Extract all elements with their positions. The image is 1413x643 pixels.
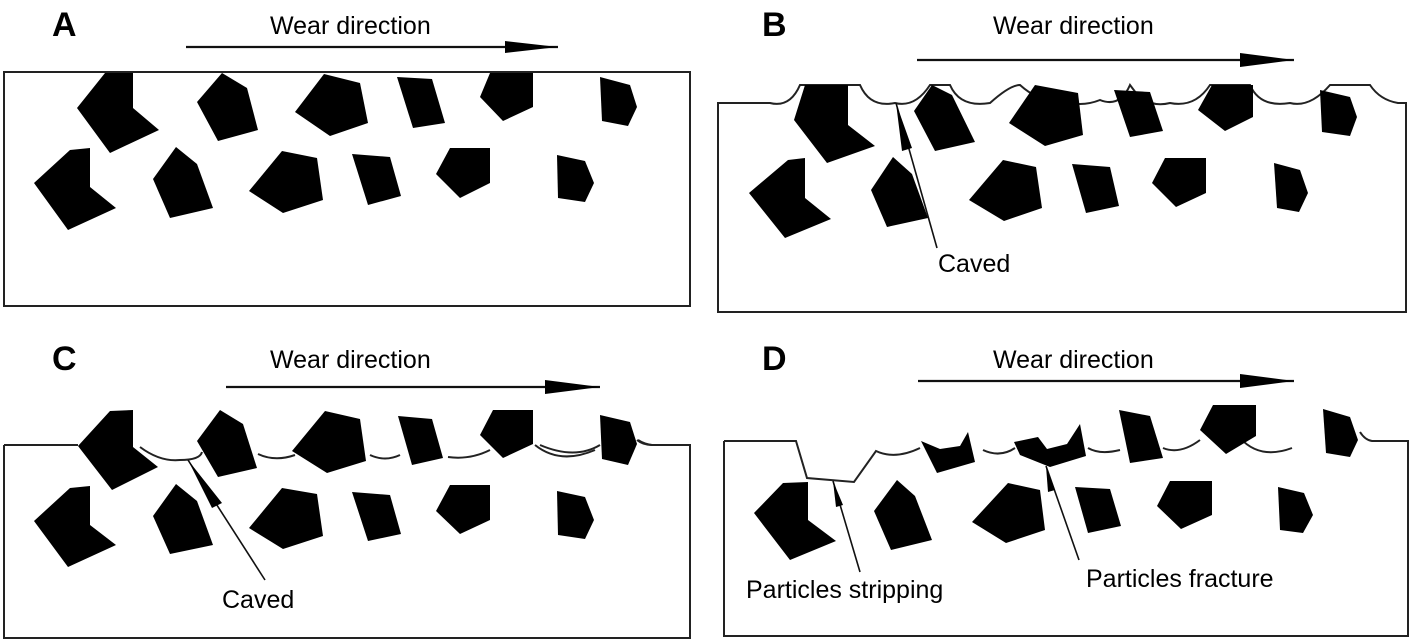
panel-c: C Wear direction Caved bbox=[3, 340, 691, 639]
particle bbox=[436, 148, 490, 198]
panel-letter-d: D bbox=[762, 340, 787, 378]
particle bbox=[295, 74, 368, 136]
particle bbox=[249, 488, 323, 549]
panel-d: D Wear direction bbox=[723, 340, 1409, 637]
matrix-block-d bbox=[723, 431, 1409, 637]
particle bbox=[794, 85, 875, 163]
particle bbox=[352, 492, 401, 541]
particle bbox=[292, 411, 366, 473]
panel-b: B Wear direction Caved bbox=[717, 6, 1407, 313]
up-pointer-arrow-icon bbox=[832, 480, 861, 573]
particle bbox=[153, 484, 213, 554]
particle bbox=[249, 151, 323, 213]
particle bbox=[972, 483, 1045, 543]
particle bbox=[480, 73, 533, 121]
wear-direction-label-d: Wear direction bbox=[993, 346, 1154, 374]
particle bbox=[1200, 405, 1256, 454]
particle bbox=[749, 158, 831, 238]
wear-direction-label-a: Wear direction bbox=[270, 12, 431, 40]
particles-c bbox=[34, 410, 637, 567]
particle bbox=[871, 157, 928, 227]
particle-fractured bbox=[921, 432, 975, 473]
panel-a: A Wear direction bbox=[3, 6, 691, 307]
panel-letter-b: B bbox=[762, 6, 787, 44]
right-arrow-icon bbox=[918, 374, 1294, 388]
particle bbox=[1323, 409, 1358, 457]
particle bbox=[969, 160, 1042, 221]
particle bbox=[153, 147, 213, 218]
particle bbox=[34, 148, 116, 230]
particle bbox=[600, 415, 637, 465]
particle bbox=[1274, 163, 1308, 212]
particle bbox=[352, 154, 401, 205]
up-pointer-arrow-icon bbox=[1045, 465, 1080, 561]
particle bbox=[557, 155, 594, 202]
particle bbox=[1114, 90, 1163, 137]
up-pointer-arrow-icon bbox=[187, 459, 266, 581]
particles-a bbox=[34, 73, 637, 230]
particle bbox=[1075, 487, 1121, 533]
particle bbox=[1072, 164, 1119, 213]
particle bbox=[1009, 85, 1083, 146]
right-arrow-icon bbox=[226, 380, 600, 394]
panel-letter-c: C bbox=[52, 340, 77, 378]
particle bbox=[78, 410, 158, 490]
caved-label-b: Caved bbox=[938, 250, 1010, 278]
particle bbox=[197, 410, 257, 477]
right-arrow-icon bbox=[917, 53, 1294, 67]
particle bbox=[914, 85, 975, 151]
worn-surface-c bbox=[139, 439, 653, 462]
particle bbox=[1119, 410, 1163, 463]
particles-d bbox=[754, 405, 1358, 560]
particle-fractured bbox=[1014, 424, 1086, 467]
particle bbox=[1157, 481, 1212, 529]
particle bbox=[1278, 487, 1313, 533]
particles-b bbox=[749, 85, 1357, 238]
wear-direction-label-c: Wear direction bbox=[270, 346, 431, 374]
particle bbox=[1320, 90, 1357, 136]
particle bbox=[600, 77, 637, 126]
matrix-block-a bbox=[3, 71, 691, 307]
particles-stripping-label: Particles stripping bbox=[746, 576, 943, 604]
panel-letter-a: A bbox=[52, 6, 77, 44]
particle bbox=[77, 73, 159, 153]
particle bbox=[1152, 158, 1206, 207]
particle bbox=[754, 482, 836, 560]
right-arrow-icon bbox=[186, 41, 558, 53]
wear-direction-label-b: Wear direction bbox=[993, 12, 1154, 40]
caved-label-c: Caved bbox=[222, 586, 294, 614]
particle bbox=[197, 73, 258, 141]
particle bbox=[34, 486, 116, 567]
particle bbox=[1198, 85, 1253, 131]
particle bbox=[436, 485, 490, 534]
particles-fracture-label: Particles fracture bbox=[1086, 565, 1274, 593]
particle bbox=[874, 480, 932, 550]
particle bbox=[480, 410, 533, 458]
particle bbox=[557, 491, 594, 539]
up-pointer-arrow-icon bbox=[895, 102, 938, 249]
particle bbox=[398, 416, 443, 465]
particle bbox=[397, 77, 445, 128]
